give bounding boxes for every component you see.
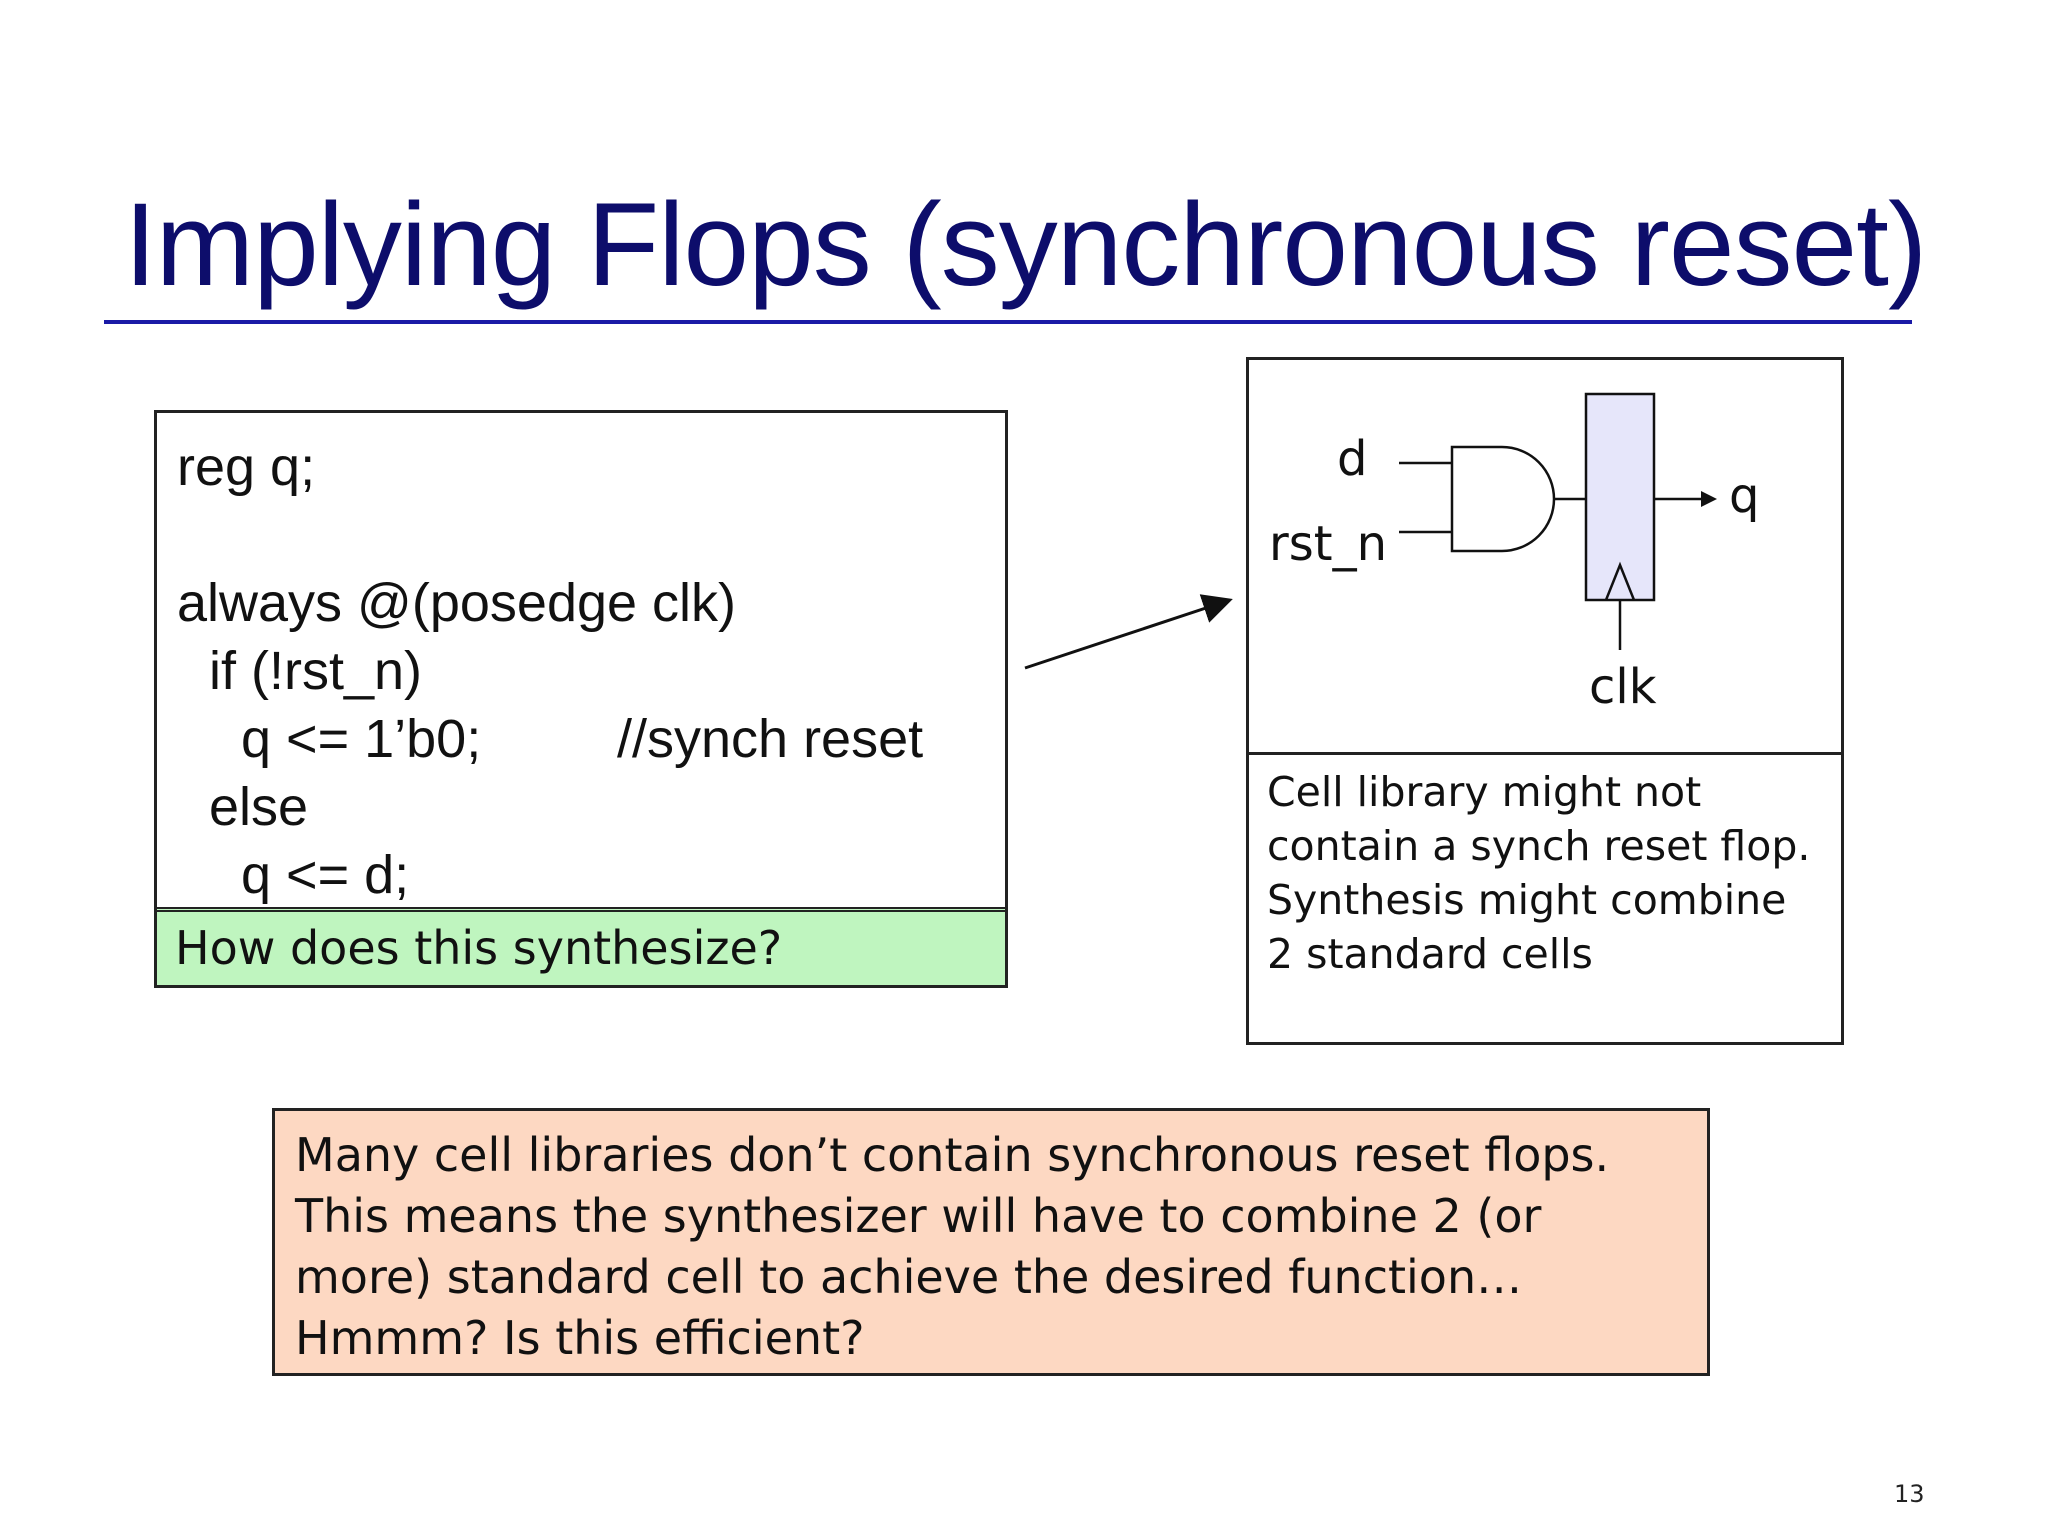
code-text: q <= 1’b0; [241, 709, 482, 769]
label-rst-n: rst_n [1269, 516, 1387, 572]
code-line: q <= 1’b0; //synch reset [177, 705, 923, 773]
code-listing: reg q;always @(posedge clk)if (!rst_n)q … [177, 433, 923, 909]
code-text: if (!rst_n) [209, 641, 423, 701]
page-number: 13 [1894, 1480, 1925, 1508]
and-gate [1450, 445, 1556, 553]
code-text: always @(posedge clk) [177, 573, 737, 633]
label-d: d [1337, 431, 1367, 487]
synthesis-question: How does this synthesize? [157, 907, 1005, 985]
diagram-caption: Cell library might not contain a synch r… [1249, 752, 1841, 1042]
code-line [177, 501, 736, 569]
code-box: reg q;always @(posedge clk)if (!rst_n)q … [154, 410, 1008, 988]
efficiency-note: Many cell libraries don’t contain synchr… [272, 1108, 1710, 1376]
code-text: else [209, 777, 309, 837]
code-comment: //synch reset [617, 709, 924, 769]
code-text: q <= d; [241, 845, 410, 905]
q-arrowhead [1701, 491, 1717, 507]
code-line: else [177, 773, 736, 841]
label-q: q [1729, 468, 1759, 524]
flop-circuit-diagram: d rst_n q clk [1269, 392, 1759, 715]
title-underline [104, 320, 1912, 324]
clock-triangle [1604, 561, 1636, 601]
flop-diagram-box: d rst_n q clk Cell library might not con… [1246, 357, 1844, 1045]
pointer-arrow [1024, 594, 1233, 670]
flip-flop [1584, 392, 1656, 602]
code-line: always @(posedge clk) [177, 569, 736, 637]
label-clk: clk [1589, 659, 1657, 715]
slide-title: Implying Flops (synchronous reset) [124, 179, 1927, 311]
code-line: if (!rst_n) [177, 637, 736, 705]
code-line: q <= d; [177, 841, 736, 909]
code-line: reg q; [177, 433, 736, 501]
code-text: reg q; [177, 437, 316, 497]
